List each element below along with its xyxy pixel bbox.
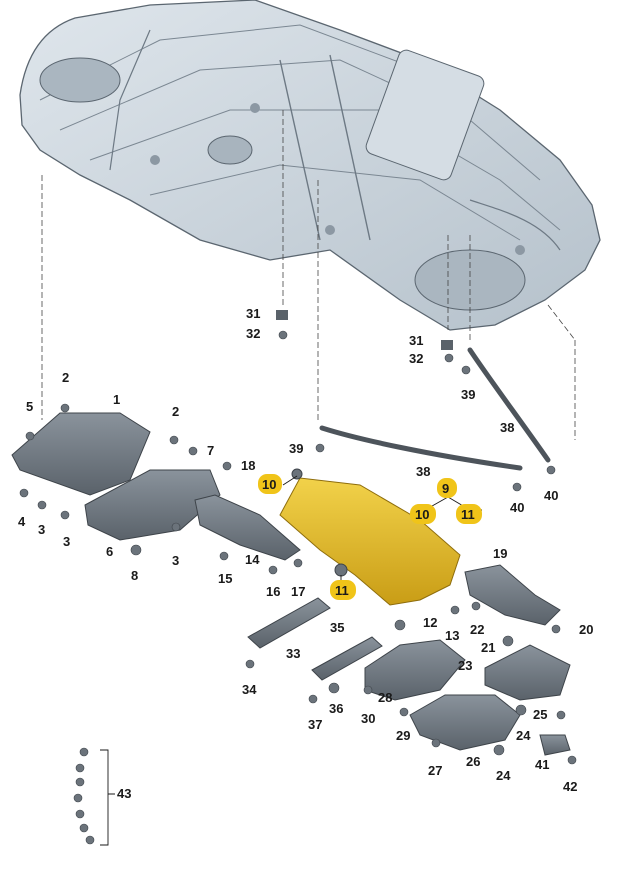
label-15: 15 (218, 571, 232, 586)
label-31a: 31 (246, 306, 260, 321)
part-35-strut (311, 636, 383, 681)
label-20: 20 (579, 622, 593, 637)
label-8: 8 (131, 568, 138, 583)
label-24a: 24 (516, 728, 531, 743)
label-39a: 39 (289, 441, 303, 456)
label-3b: 3 (63, 534, 70, 549)
label-5: 5 (26, 399, 33, 414)
label-21: 21 (481, 640, 495, 655)
label-11a: 11 (461, 507, 475, 522)
label-40a: 40 (510, 500, 524, 515)
label-41: 41 (535, 757, 549, 772)
parts (11, 310, 571, 756)
label-4: 4 (18, 514, 26, 529)
label-38b: 38 (500, 420, 514, 435)
label-1: 1 (113, 392, 120, 407)
part-11-nut (334, 563, 348, 577)
label-19: 19 (493, 546, 507, 561)
part-31-clip (276, 310, 288, 320)
label-25: 25 (533, 707, 547, 722)
label-32b: 32 (409, 351, 423, 366)
part-31-clip-right (441, 340, 453, 350)
label-38a: 38 (416, 464, 430, 479)
label-10a: 10 (262, 477, 276, 492)
part-38-rail (319, 425, 523, 471)
label-42: 42 (563, 779, 577, 794)
label-6: 6 (106, 544, 113, 559)
part-1-shield (11, 412, 151, 496)
label-24b: 24 (496, 768, 511, 783)
label-29: 29 (396, 728, 410, 743)
leader-lines (41, 110, 576, 440)
part-23-shield (484, 644, 571, 701)
label-43: 43 (117, 786, 131, 801)
label-12: 12 (423, 615, 437, 630)
callout-labels: 1 2 2 3 3 3 4 5 6 7 8 9 10 10 11 11 12 1… (18, 306, 593, 801)
label-22: 22 (470, 622, 484, 637)
label-14: 14 (245, 552, 260, 567)
label-26: 26 (466, 754, 480, 769)
part-38-rail-right (467, 347, 551, 463)
label-33: 33 (286, 646, 300, 661)
bracket-43 (100, 749, 115, 846)
part-9-underbody-panel (279, 477, 461, 606)
label-31b: 31 (409, 333, 423, 348)
highlight-badges (258, 474, 482, 600)
label-18: 18 (241, 458, 255, 473)
label-34: 34 (242, 682, 257, 697)
part-33-strut (247, 597, 331, 649)
label-23: 23 (458, 658, 472, 673)
label-39b: 39 (461, 387, 475, 402)
part-10-nut (291, 468, 303, 480)
label-17: 17 (291, 584, 305, 599)
car-underbody (19, 0, 601, 331)
label-11b: 11 (335, 583, 349, 598)
label-16: 16 (266, 584, 280, 599)
label-3c: 3 (172, 553, 179, 568)
part-19-shield (464, 564, 561, 626)
part-14-shield (194, 494, 301, 561)
label-37: 37 (308, 717, 322, 732)
label-35: 35 (330, 620, 344, 635)
label-28: 28 (378, 690, 392, 705)
label-9: 9 (442, 481, 449, 496)
label-27: 27 (428, 763, 442, 778)
label-30: 30 (361, 711, 375, 726)
part-41-bracket (539, 734, 571, 756)
label-40b: 40 (544, 488, 558, 503)
label-7: 7 (207, 443, 214, 458)
label-2b: 2 (172, 404, 179, 419)
label-36: 36 (329, 701, 343, 716)
label-3a: 3 (38, 522, 45, 537)
fasteners (19, 330, 577, 845)
label-10b: 10 (415, 507, 429, 522)
part-26-shield (409, 694, 521, 751)
label-2a: 2 (62, 370, 69, 385)
label-13: 13 (445, 628, 459, 643)
label-32a: 32 (246, 326, 260, 341)
